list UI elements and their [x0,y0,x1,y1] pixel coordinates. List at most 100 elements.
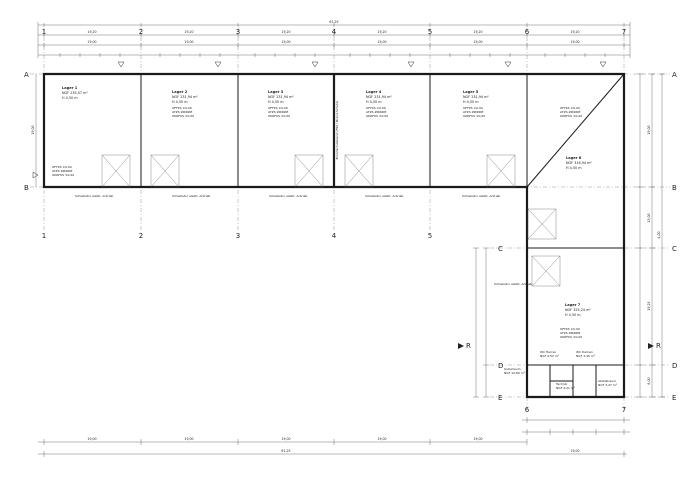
left-axis-labels: A B 19,00 [24,71,37,192]
axis-mid-5: 5 [428,232,432,240]
room-height: H 4,50 m [366,100,382,104]
right-axis-labels: A B C D E C D E 19,00 15,00 19,25 8,00 4… [473,71,677,402]
top-dim-2: 19,20 [184,30,193,34]
room-spec: OKRFKS ±0,00 [366,114,388,118]
axis-inner-C: C [498,245,503,253]
abstellraum-label: Abstellraum [598,379,616,383]
bottom-dim-2: 19,00 [184,437,193,441]
gate-labels: Schiebetor elektr. Antrieb Schiebetor el… [75,194,532,286]
abstellraum-area: NGF 3,47 m² [598,383,618,387]
right-dim-5: 4,00 [657,231,661,238]
bottom-right-total: 19,00 [570,449,579,453]
left-dim: 19,00 [31,125,35,134]
room-area: NGF 231,94 m² [172,95,198,99]
room-name: Lager 7 [565,303,581,307]
axis-right-A: A [672,71,677,79]
gate-label-3: Schiebetor elektr. Antrieb [269,194,307,198]
building-walls [42,72,626,399]
gate-label-6: Schiebetor elektr. Antrieb [494,282,532,286]
bottom-dim-4: 19,00 [377,437,386,441]
right-dim-3: 19,25 [647,301,651,310]
axis-top-6: 6 [525,28,530,36]
room-name: Lager 6 [566,156,582,160]
axis-inner-E: E [498,394,502,402]
top-dim-1: 19,20 [87,30,96,34]
room-spec: OKRFKS ±0,00 [268,114,290,118]
room-spec: OKRFKS ±0,00 [560,114,582,118]
wc-herren-label: WC Herren [540,350,556,354]
firewall-label: Brandschutzwand (F90 / Brand-Schutz) [335,101,339,160]
wc-herren-area: NGF 4,52 m² [540,354,560,358]
overall-dimension: 61,25 [329,20,338,24]
section-mark-left: R [466,342,471,350]
gate-label-1: Schiebetor elektr. Antrieb [75,194,113,198]
axis-right-C: C [672,245,677,253]
room-height: H 4,50 m [268,100,284,104]
room-area: NGF 316,94 m² [566,161,592,165]
axis-top-4: 4 [332,28,337,36]
room-name: Lager 2 [172,90,188,94]
room-spec: ATZS ZIRRIKE [366,110,387,114]
room-spec: ATZS ZIRRIKE [560,110,581,114]
room-spec: OKRFKS ±0,00 [463,114,485,118]
axis-top-3: 3 [236,28,240,36]
axis-left-A: A [24,71,29,79]
axis-mid-3: 3 [236,232,240,240]
top-dim-row2-1: 19,00 [87,40,96,44]
bay-3 [294,154,324,188]
gate-label-4: Schiebetor elektr. Antrieb [365,194,403,198]
axis-top-2: 2 [139,28,143,36]
axis-bottom-7: 7 [622,406,626,414]
room-area: NGF 235,57 m² [62,91,88,95]
bay-4 [344,154,374,188]
room-lager-3: Lager 3 NGF 231,94 m² H 4,50 m OFFKS ±0,… [268,90,294,118]
room-name: Lager 5 [463,90,479,94]
top-dimensions: 61,25 19,20 19,20 19,20 19,20 19,20 19,2… [37,20,631,58]
room-name: Lager 1 [62,86,78,90]
room-spec: OKRFKS ±0,00 [172,114,194,118]
room-height: H 4,50 m [566,166,582,170]
top-dim-3: 19,20 [281,30,290,34]
room-height: H 4,50 m [463,100,479,104]
bay-1 [101,154,131,188]
top-dim-row2-5: 19,00 [473,40,482,44]
room-spec: ATZS ZIRRIKE [52,169,73,173]
axis-inner-D: D [498,362,503,370]
room-spec: ATZS ZIRRIKE [268,110,289,114]
room-lager-1: Lager 1 NGF 235,57 m² H 4,50 m OFFKS ±0,… [52,86,88,177]
top-dim-5: 19,20 [473,30,482,34]
axis-top-7: 7 [622,28,626,36]
bottom-dim-3: 19,00 [281,437,290,441]
technik-area: NGF 4,21 m² [556,386,576,390]
wc-rooms: WC Herren NGF 4,52 m² WC Damen NGF 3,45 … [504,350,618,390]
top-dim-row2-2: 19,00 [184,40,193,44]
gate-label-5: Schiebetor elektr. Antrieb [462,194,500,198]
bay-2 [150,154,180,188]
bay-7 [531,255,561,287]
wc-damen-area: NGF 3,45 m² [576,354,596,358]
bay-6 [527,208,557,240]
axis-bottom-6: 6 [525,406,530,414]
room-spec: OFFKS ±0,00 [52,165,72,169]
wc-damen-label: WC Damen [576,350,593,354]
room-height: H 4,50 m [172,100,188,104]
room-spec: OFFKS ±0,00 [268,106,288,110]
axis-right-D: D [672,362,677,370]
axis-mid-2: 2 [139,232,143,240]
room-spec: OKRFKS ±0,00 [52,173,74,177]
gate-label-2: Schiebetor elektr. Antrieb [172,194,210,198]
room-spec: OFFKS ±0,00 [172,106,192,110]
door-markers [32,61,607,179]
mid-axis-labels: 1 2 3 4 5 6 7 [42,232,626,414]
room-name: Lager 4 [366,90,382,94]
top-dim-4: 19,20 [377,30,386,34]
axis-top-5: 5 [428,28,432,36]
top-dim-row2-3: 19,00 [281,40,290,44]
room-spec: OFFKS ±0,00 [463,106,483,110]
bay-5 [486,154,516,188]
bottom-dim-1: 19,00 [87,437,96,441]
axis-right-E: E [672,394,676,402]
room-lager-5: Lager 5 NGF 231,94 m² H 4,50 m OFFKS ±0,… [463,90,489,118]
sozialraum-label: Sozialraum [504,367,521,371]
room-spec: OKRFKS ±0,00 [560,335,582,339]
